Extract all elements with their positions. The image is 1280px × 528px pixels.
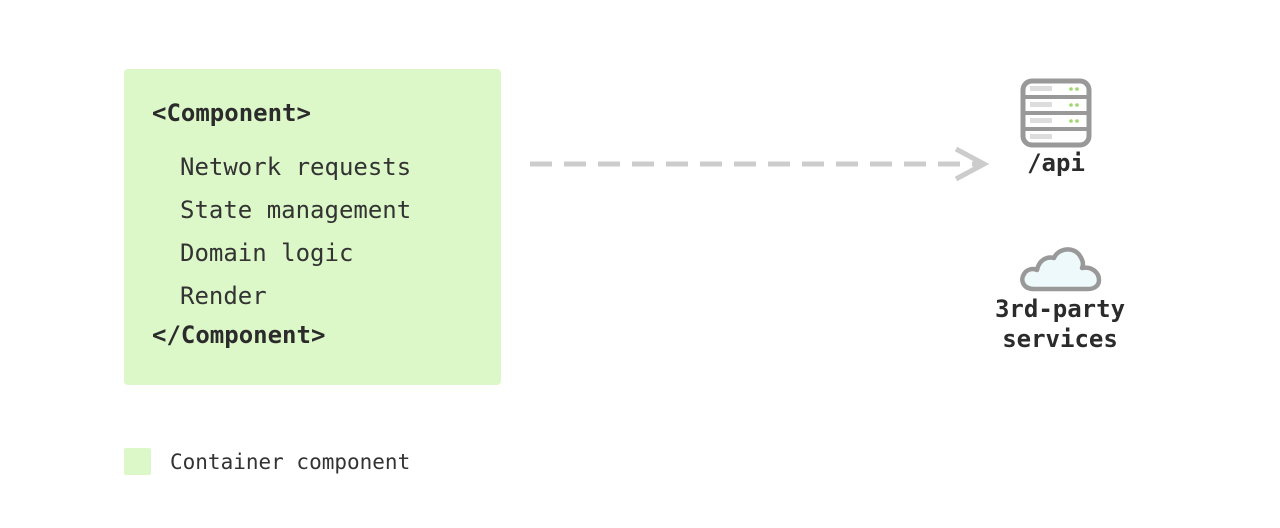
arrow-head — [954, 146, 990, 182]
responsibility-item: State management — [180, 196, 412, 224]
component-open-tag: <Component> — [152, 99, 311, 127]
container-component-box: <Component> Network requests State manag… — [124, 69, 501, 385]
component-close-tag: </Component> — [152, 321, 326, 349]
legend-swatch — [124, 448, 151, 475]
responsibility-item: Domain logic — [180, 239, 354, 267]
third-party-service: 3rd-party services — [960, 244, 1160, 354]
legend-label: Container component — [170, 449, 411, 474]
api-label: /api — [1027, 149, 1085, 177]
api-service: /api — [990, 78, 1122, 178]
dashed-arrow — [530, 146, 990, 182]
legend: Container component — [124, 448, 410, 475]
responsibility-list: Network requests State management Domain… — [180, 146, 411, 318]
third-party-label: 3rd-party services — [994, 295, 1126, 353]
responsibility-item: Render — [180, 282, 267, 310]
responsibility-item: Network requests — [180, 153, 412, 181]
cloud-icon — [1020, 247, 1102, 292]
server-icon — [1020, 78, 1092, 148]
